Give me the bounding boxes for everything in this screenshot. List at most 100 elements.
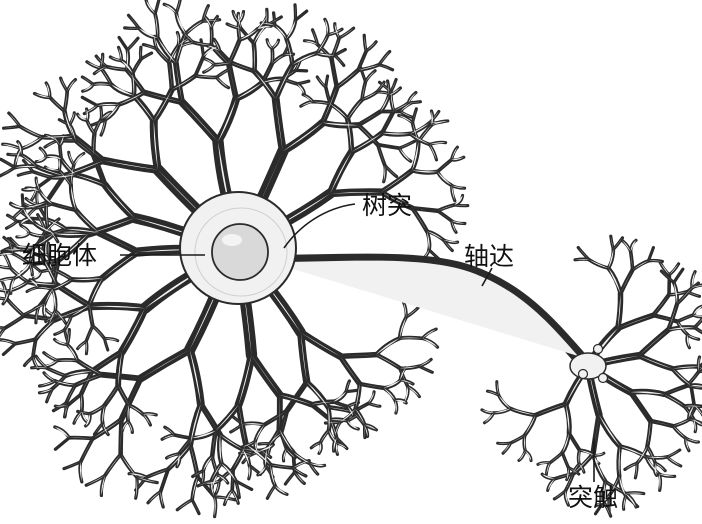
terminal-branch [685, 438, 689, 451]
dendrite-branch [347, 406, 353, 417]
dendrite-branch [37, 287, 53, 290]
dendrite-branch [204, 16, 212, 28]
dendrite-branch [47, 368, 66, 376]
dendrite-branch [266, 9, 268, 26]
dendrite-branch [340, 356, 360, 384]
terminal-branch [569, 433, 580, 451]
dendrite-branch [121, 308, 145, 352]
terminal-branch [653, 294, 669, 316]
dendrite-branch [328, 407, 354, 412]
dendrite-branch [85, 413, 91, 426]
dendrite-branch [57, 359, 78, 361]
dendrite-branch [246, 444, 271, 465]
dendrite-branch [311, 442, 321, 448]
dendrite-branch [272, 40, 279, 49]
dendrite-branch [31, 187, 37, 201]
dendrite-branch [339, 28, 354, 39]
dendrite-branch [2, 251, 11, 268]
dendrite-branch [383, 387, 395, 401]
dendrite-branch [228, 63, 237, 99]
dendrite-branch [312, 101, 331, 104]
dendrite-branch [10, 203, 24, 209]
dendrite-branch [164, 4, 177, 14]
dendrite-branch [24, 356, 33, 366]
dendrite-branch [331, 58, 337, 88]
dendrite-branch [10, 278, 15, 294]
dendrite-branch [431, 111, 433, 125]
dendrite-branch [275, 485, 287, 495]
dendrite-branch [398, 115, 413, 123]
dendrite-branch [64, 111, 74, 136]
dendrite-branch [207, 45, 220, 51]
dendrite-branch [118, 385, 129, 406]
dendrite-branch [36, 156, 47, 162]
dendrite-branch [177, 453, 180, 467]
dendrite-branch [2, 144, 22, 149]
dendrite-branch [3, 126, 20, 129]
axon-label: 轴达 [464, 242, 515, 271]
dendrite-branch [0, 327, 5, 329]
dendrite-branch [118, 92, 145, 105]
terminal-branch [659, 473, 675, 477]
dendrite-branch [55, 381, 76, 386]
terminal-branch [687, 291, 700, 297]
dendrite-branch [45, 219, 59, 232]
dendrite-branch [59, 119, 70, 125]
terminal-branch [687, 283, 699, 292]
dendrite-branch [364, 424, 368, 437]
dendrite-branch [399, 337, 423, 339]
dendrite-branch [143, 414, 151, 425]
dendrite-branch [241, 28, 254, 44]
dendrite-branch [295, 70, 307, 71]
dendrite-branch [129, 405, 144, 415]
dendrite-branch [39, 388, 53, 393]
dendrite-branch [0, 339, 16, 344]
terminal-branch [673, 426, 686, 439]
dendrite-branch [1, 245, 15, 252]
terminal-branch [630, 240, 636, 252]
dendrite-branch [183, 32, 194, 43]
dendrite-branch [264, 410, 288, 425]
dendrite-branch [325, 76, 328, 88]
dendrite-branch [0, 288, 9, 291]
terminal-branch [625, 493, 636, 507]
terminal-branch [655, 463, 666, 471]
dendrite-branch [260, 450, 271, 458]
dendrite-branch [228, 39, 240, 64]
dendrite-branch [0, 328, 5, 336]
dendrite-branch [162, 434, 175, 440]
dendrite-branch [451, 147, 458, 160]
dendrite-branch [266, 17, 282, 26]
dendrite-branch [82, 97, 98, 106]
dendrite-branch [422, 329, 437, 339]
dendrite-branch [33, 339, 36, 357]
dendrite-branch [118, 47, 122, 61]
dendrite-branch [182, 102, 218, 142]
dendrite-branch [437, 159, 452, 172]
dendrite-branch [410, 133, 430, 145]
dendrite-branch [214, 496, 235, 500]
dendrite-branch [390, 79, 397, 92]
terminal-branch [639, 355, 673, 369]
dendrite-branch [295, 59, 301, 71]
terminal-branch [699, 366, 702, 369]
dendrite-branch [46, 82, 50, 98]
terminal-branch [635, 463, 638, 478]
dendrite-branch [190, 403, 201, 445]
dendrite-branch [120, 454, 137, 478]
dendrite-branch [102, 252, 139, 279]
terminal-branch [603, 481, 606, 502]
dendrite-branch [100, 67, 112, 85]
dendrite-branch [379, 82, 391, 92]
terminal-branch [673, 419, 690, 427]
dendrite-branch [82, 84, 94, 92]
dendrite-branch [191, 430, 216, 439]
label-leader-lines [120, 203, 595, 482]
dendrite-branch [412, 170, 438, 173]
terminal-branch [487, 391, 499, 396]
dendrite-branch [15, 339, 36, 344]
dendrite-branch [104, 454, 121, 476]
dendrite-branch [44, 372, 55, 381]
dendrite-branch [211, 16, 218, 28]
dendrite-branch [297, 81, 309, 84]
